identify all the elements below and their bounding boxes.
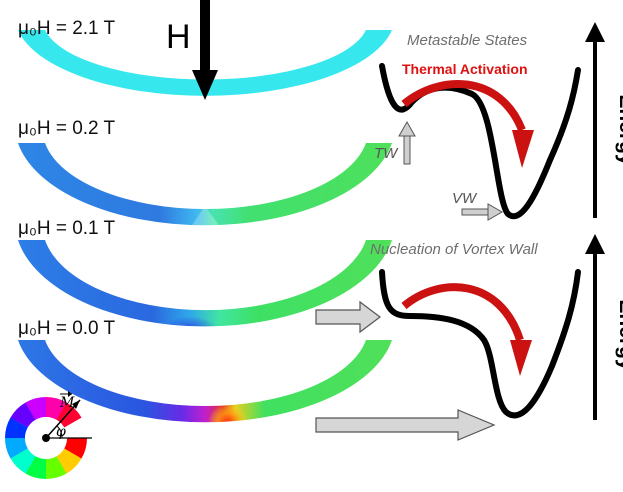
energy-axis-bottom-arrowhead <box>585 234 605 254</box>
field-arrow-label: H <box>166 18 191 56</box>
field-label-3: μ₀H = 0.1 T <box>18 218 116 239</box>
energy-axis-top-arrowhead <box>585 22 605 42</box>
energy-axis-bottom-label: Energy <box>615 299 623 371</box>
magnetization-label: M <box>59 395 75 411</box>
angle-label: φ <box>56 424 66 440</box>
transition-arrow-lower <box>315 409 496 441</box>
bottom-panel-title: Nucleation of Vortex Wall <box>370 241 538 258</box>
vw-label: VW <box>452 190 478 207</box>
tw-label: TW <box>374 145 399 162</box>
transition-arrow-upper <box>315 300 381 334</box>
energy-axis-top-label: Energy <box>615 94 623 166</box>
field-label-1: μ₀H = 2.1 T <box>18 18 116 39</box>
vw-pointer-arrow <box>461 203 504 221</box>
nucleation-arrowhead <box>510 340 532 376</box>
thermal-activation-arrow <box>401 80 526 132</box>
energy-panel-bottom: Nucleation of Vortex Wall Energy <box>370 234 623 420</box>
energy-curve-bottom <box>379 269 581 419</box>
field-label-2: μ₀H = 0.2 T <box>18 118 116 139</box>
nucleation-arrow <box>401 283 524 342</box>
field-label-4: μ₀H = 0.0 T <box>18 318 116 339</box>
thermal-activation-arrowhead <box>512 130 534 168</box>
tw-pointer-arrow <box>398 120 416 165</box>
color-wheel-legend: M φ <box>5 391 92 479</box>
top-panel-title: Metastable States <box>407 32 528 49</box>
thermal-activation-label: Thermal Activation <box>402 61 528 77</box>
energy-panel-top: Metastable States Thermal Activation TW … <box>374 22 623 221</box>
field-arrow <box>192 0 218 100</box>
